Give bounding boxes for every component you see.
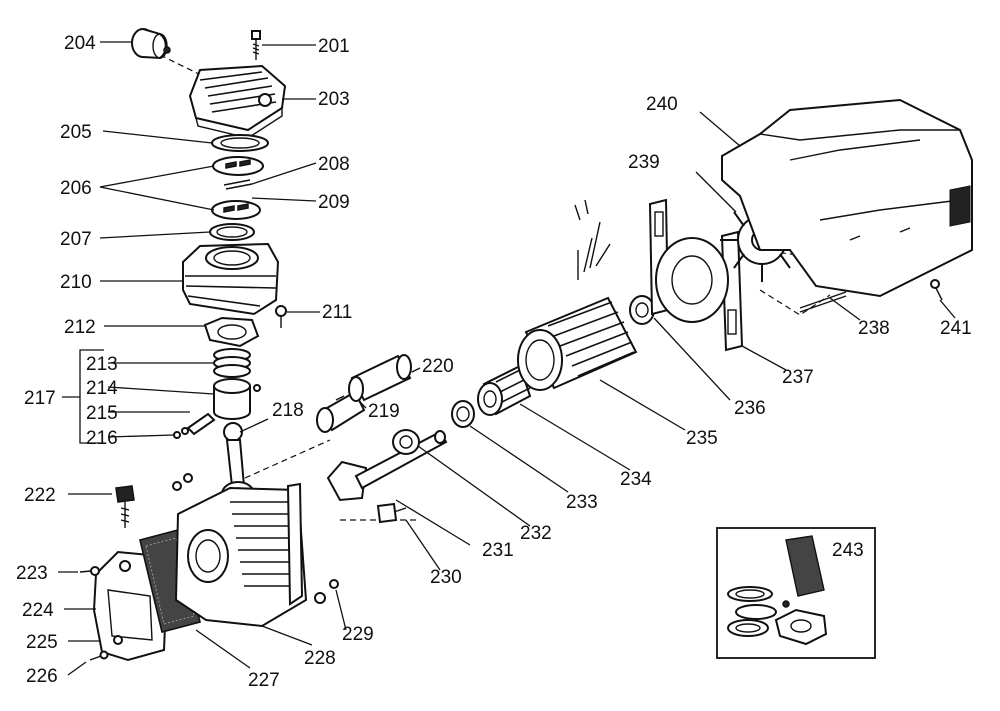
rotor-part [477, 364, 532, 416]
valve-plate-upper-part [212, 156, 264, 176]
label-206: 206 [60, 178, 92, 199]
head-screw-part [251, 30, 261, 60]
stator-part [517, 199, 638, 391]
head-gasket-part [211, 134, 269, 152]
rear-bearing-part [629, 295, 655, 325]
label-203: 203 [318, 89, 350, 110]
label-240: 240 [646, 94, 678, 115]
cylinder-gasket-part [209, 223, 255, 241]
label-212: 212 [64, 317, 96, 338]
label-218: 218 [272, 400, 304, 421]
assembly-axis-line-crank [244, 439, 331, 479]
label-229: 229 [342, 624, 374, 645]
cylinder-head-part [188, 64, 287, 139]
main-bearing-part [392, 429, 420, 455]
label-238: 238 [858, 318, 890, 339]
through-bolt-part [799, 291, 847, 313]
cylinder-part [182, 242, 280, 316]
label-225: 225 [26, 632, 58, 653]
label-230: 230 [430, 567, 462, 588]
label-204: 204 [64, 33, 96, 54]
sleeve-bearing-part [348, 354, 412, 402]
crankcase-nuts-part [172, 473, 339, 604]
label-201: 201 [318, 36, 350, 57]
gasket-kit-inset [716, 527, 876, 659]
label-233: 233 [566, 492, 598, 513]
label-222: 222 [24, 485, 56, 506]
crankshaft-part [326, 430, 448, 502]
shaft-key-part [376, 502, 407, 524]
counterweight-part [316, 390, 366, 433]
label-209: 209 [318, 192, 350, 213]
piston-rings-part [213, 348, 251, 378]
label-227: 227 [248, 670, 280, 691]
cylinder-screw-part [275, 305, 287, 328]
label-220: 220 [422, 356, 454, 377]
label-213: 213 [86, 354, 118, 375]
label-235: 235 [686, 428, 718, 449]
shroud-screw-part [930, 279, 943, 301]
label-236: 236 [734, 398, 766, 419]
label-237: 237 [782, 367, 814, 388]
air-filter-part [131, 28, 171, 60]
label-239: 239 [628, 152, 660, 173]
label-207: 207 [60, 229, 92, 250]
shaft-seal-part [451, 400, 475, 428]
label-214: 214 [86, 378, 118, 399]
label-226: 226 [26, 666, 58, 687]
cylinder-base-gasket-part [203, 316, 260, 348]
label-205: 205 [60, 122, 92, 143]
breather-plug-part [115, 485, 135, 528]
assembly-axis-line-bolt [759, 289, 831, 316]
label-215: 215 [86, 403, 118, 424]
label-208: 208 [318, 154, 350, 175]
valve-reed-part [223, 179, 253, 190]
label-211: 211 [322, 302, 352, 323]
label-231: 231 [482, 540, 514, 561]
pin-clips-part [173, 427, 189, 439]
crankcase-part [174, 482, 308, 628]
side-cover-part [92, 550, 168, 662]
wrist-pin-part [186, 412, 216, 436]
leader-lines [58, 41, 956, 676]
label-219: 219 [368, 401, 400, 422]
cover-screw-upper-part [79, 566, 100, 576]
label-224: 224 [22, 600, 54, 621]
label-228: 228 [304, 648, 336, 669]
label-241: 241 [940, 318, 972, 339]
end-bell-part [648, 198, 744, 352]
label-223: 223 [16, 563, 48, 584]
label-216: 216 [86, 428, 118, 449]
label-217: 217 [24, 388, 56, 409]
motor-shroud-part [721, 98, 973, 298]
piston-part [213, 378, 261, 420]
label-243: 243 [832, 540, 864, 561]
callout-labels: 204 201 203 205 208 206 209 207 210 211 … [16, 33, 972, 691]
valve-plate-lower-part [211, 200, 261, 220]
label-210: 210 [60, 272, 92, 293]
label-234: 234 [620, 469, 652, 490]
cover-screw-lower-part [89, 650, 109, 661]
label-232: 232 [520, 523, 552, 544]
